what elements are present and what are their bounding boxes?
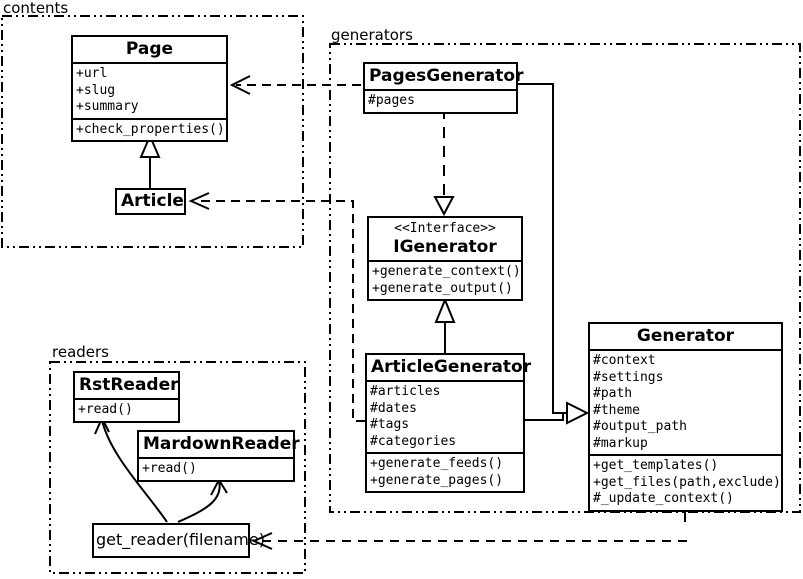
attribute: #articles	[370, 384, 441, 399]
class-igenerator-methods: +generate_context() +generate_output()	[369, 260, 521, 299]
class-page-attributes: +url +slug +summary	[73, 62, 226, 118]
class-mardownreader-title: MardownReader	[143, 434, 300, 454]
class-page-methods: +check_properties()	[73, 117, 226, 141]
class-article: Article	[115, 188, 186, 215]
class-article-title: Article	[121, 191, 184, 211]
attribute: #dates	[370, 400, 417, 416]
method: #_update_context()	[593, 491, 734, 506]
attribute: #pages	[368, 93, 415, 108]
attribute: +slug	[76, 82, 116, 98]
attribute: #theme	[593, 402, 640, 418]
class-mardownreader: MardownReader +read()	[137, 430, 300, 482]
method: +check_properties()	[76, 121, 225, 137]
class-rstreader: RstReader +read()	[73, 371, 180, 423]
package-border-contents	[1, 15, 304, 248]
class-rstreader-methods: +read()	[75, 398, 178, 421]
method: +generate_context()	[372, 264, 521, 279]
class-page: Page +url +slug +summary +check_properti…	[71, 35, 228, 142]
package-label-contents: contents	[3, 0, 69, 17]
package-label-readers: readers	[52, 343, 109, 361]
class-articlegenerator-title: ArticleGenerator	[371, 357, 532, 377]
class-generator: Generator #context #settings #path #them…	[588, 322, 783, 512]
method: +generate_feeds()	[370, 456, 504, 471]
method: +read()	[78, 402, 133, 417]
method: +get_files(path,exclude)	[593, 474, 781, 490]
attribute: #context	[593, 353, 656, 368]
class-generator-title: Generator	[636, 326, 735, 346]
attribute: #settings	[593, 369, 664, 385]
package-border-readers	[49, 361, 306, 574]
attribute: +url	[76, 66, 108, 81]
method: +generate_pages()	[370, 472, 504, 488]
class-articlegenerator-attributes: #articles #dates #tags #categories	[367, 380, 523, 452]
class-page-title: Page	[125, 39, 174, 59]
class-igenerator-stereotype: <<Interface>>	[394, 221, 496, 236]
class-igenerator-title: IGenerator	[393, 237, 497, 257]
attribute: +summary	[76, 99, 139, 114]
package-border-generators	[329, 43, 801, 513]
class-pagesgenerator: PagesGenerator #pages	[363, 62, 524, 114]
method: +get_templates()	[593, 458, 719, 473]
generalization-articlegenerator-to-igenerator	[434, 297, 456, 353]
method: +read()	[142, 461, 197, 476]
function-box-label: get_reader(filename)	[96, 530, 265, 549]
package-label-generators: generators	[331, 26, 413, 44]
arrow-getreader-to-mardownreader	[177, 477, 228, 523]
class-articlegenerator-methods: +generate_feeds() +generate_pages()	[367, 452, 523, 491]
dependency-pagesgenerator-to-page	[229, 75, 361, 95]
class-articlegenerator: ArticleGenerator #articles #dates #tags …	[365, 353, 532, 493]
class-generator-attributes: #context #settings #path #theme #output_…	[590, 349, 781, 454]
function-box-get-reader: get_reader(filename)	[92, 523, 265, 558]
class-igenerator: <<Interface>> IGenerator +generate_conte…	[367, 216, 523, 301]
class-pagesgenerator-attributes: #pages	[365, 89, 516, 112]
attribute: #path	[593, 386, 633, 401]
class-generator-methods: +get_templates() +get_files(path,exclude…	[590, 454, 781, 510]
class-pagesgenerator-title: PagesGenerator	[369, 66, 524, 86]
method: +generate_output()	[372, 280, 513, 296]
generalization-article-to-page	[139, 133, 161, 188]
class-rstreader-title: RstReader	[79, 375, 179, 395]
class-mardownreader-methods: +read()	[139, 457, 293, 480]
attribute: #output_path	[593, 419, 687, 434]
dependency-articlegenerator-to-article	[188, 192, 365, 422]
attribute: #categories	[370, 433, 457, 449]
generalization-to-generator	[518, 83, 590, 425]
attribute: #markup	[593, 435, 648, 451]
realization-pagesgenerator-to-igenerator	[433, 108, 455, 217]
attribute: #tags	[370, 417, 410, 432]
